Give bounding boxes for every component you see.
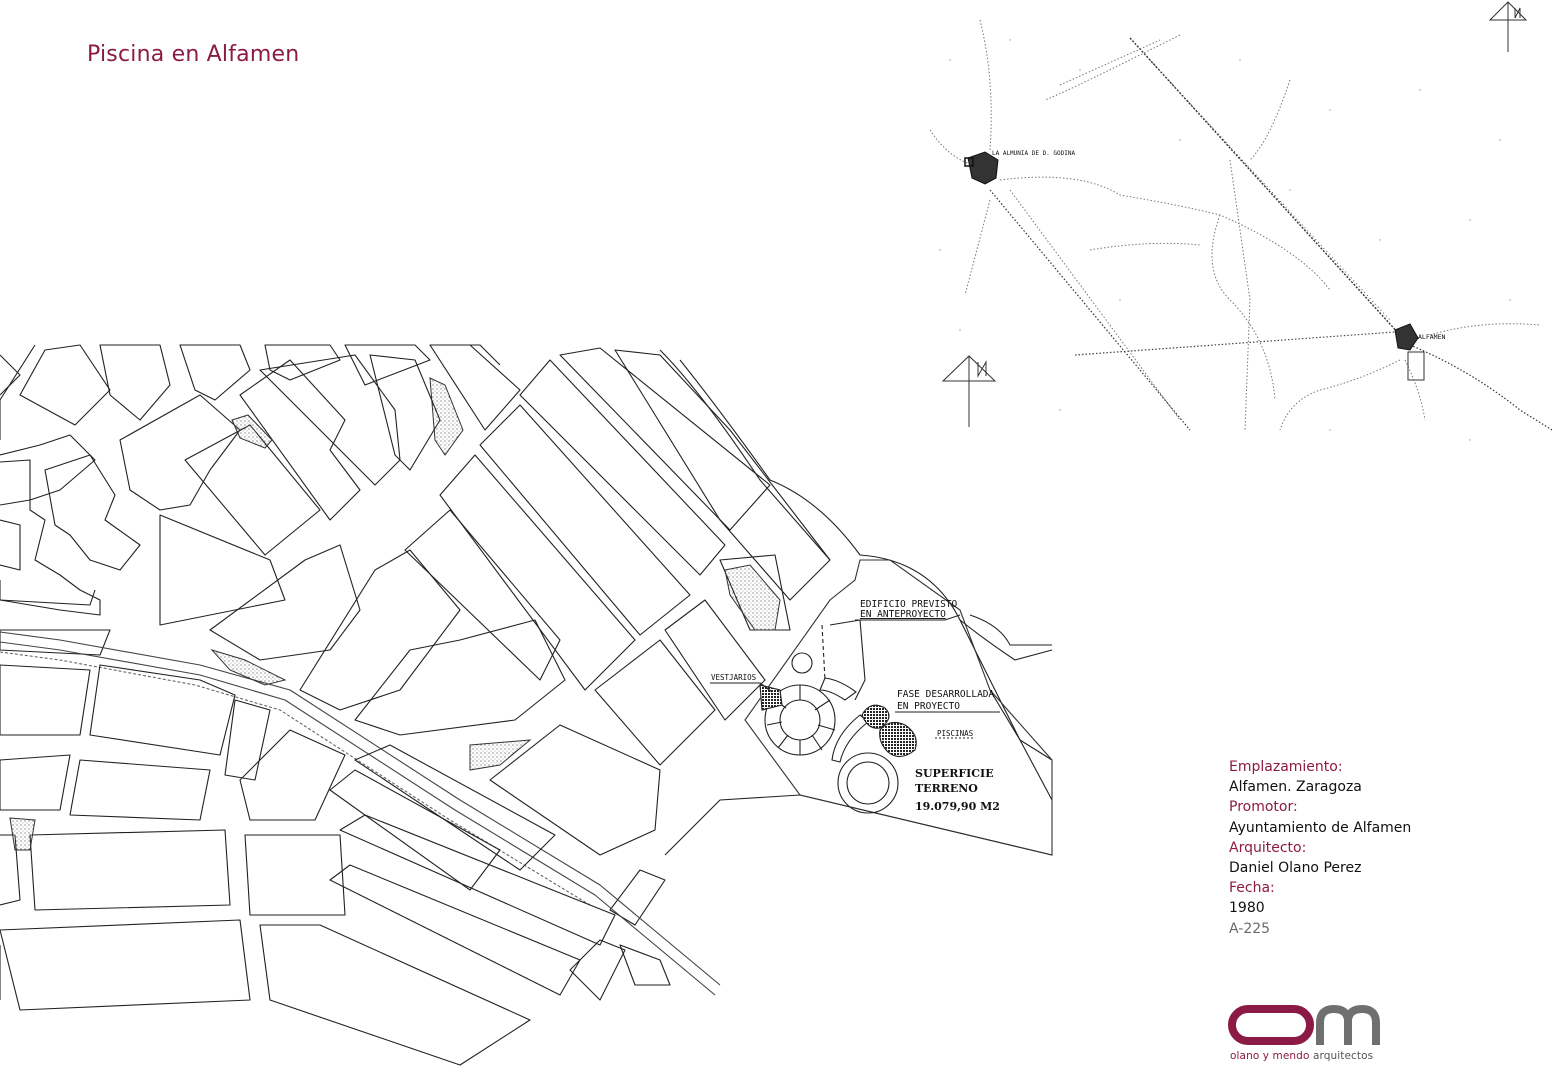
logo-tagline: olano y mendo arquitectos bbox=[1230, 1050, 1373, 1062]
architect-value: Daniel Olano Perez bbox=[1229, 860, 1362, 877]
om-logo-mark bbox=[1228, 1005, 1380, 1045]
street-blocks bbox=[0, 344, 1053, 1066]
pools-label: PISCINAS bbox=[937, 729, 974, 738]
north-arrow-icon bbox=[1488, 1, 1528, 52]
promoter-value: Ayuntamiento de Alfamen bbox=[1229, 819, 1412, 836]
upper-town-label: LA ALMUNIA DE D. GODINA bbox=[992, 150, 1075, 157]
architect-label: Arquitecto: bbox=[1229, 839, 1307, 856]
logo-tagline-name: olano y mendo bbox=[1230, 1050, 1310, 1062]
location-map bbox=[929, 19, 1552, 431]
logo-tagline-suffix: arquitectos bbox=[1312, 1050, 1374, 1062]
site-plan-labels: EDIFICIO PREVISTO EN ANTEPROYECTO VESTJA… bbox=[711, 599, 1000, 813]
lower-town-marker: ALFAMEN bbox=[1394, 323, 1445, 381]
project-code: A-225 bbox=[1229, 920, 1271, 937]
location-label: Emplazamiento: bbox=[1229, 759, 1343, 775]
location-map-texture bbox=[939, 39, 1511, 441]
building-label-line2: EN ANTEPROYECTO bbox=[860, 609, 946, 620]
building-label-line1: EDIFICIO PREVISTO bbox=[860, 599, 958, 610]
vestuarios-label: VESTJARIOS bbox=[711, 673, 757, 682]
page-title: Piscina en Alfamen bbox=[87, 42, 300, 67]
project-info: Emplazamiento: Alfamen. Zaragoza Promoto… bbox=[1229, 757, 1529, 939]
surface-label-line2: TERRENO bbox=[915, 782, 978, 795]
north-arrow-icon bbox=[941, 355, 997, 427]
date-label: Fecha: bbox=[1229, 880, 1275, 897]
phase-label-line1: FASE DESARROLLADA bbox=[897, 689, 995, 700]
phase-label-line2: EN PROYECTO bbox=[897, 701, 960, 712]
green-areas bbox=[9, 377, 781, 851]
location-value: Alfamen. Zaragoza bbox=[1229, 779, 1362, 796]
date-value: 1980 bbox=[1229, 900, 1265, 917]
surface-label-line1: SUPERFICIE bbox=[915, 767, 994, 780]
pool-site bbox=[710, 559, 1053, 856]
lower-town-label: ALFAMEN bbox=[1418, 333, 1445, 341]
upper-town-marker: LA ALMUNIA DE D. GODINA bbox=[964, 150, 1075, 185]
company-logo: olano y mendo arquitectos bbox=[1228, 1005, 1388, 1065]
promoter-label: Promotor: bbox=[1229, 799, 1298, 816]
surface-label-line3: 19.079,90 M2 bbox=[915, 800, 1000, 813]
